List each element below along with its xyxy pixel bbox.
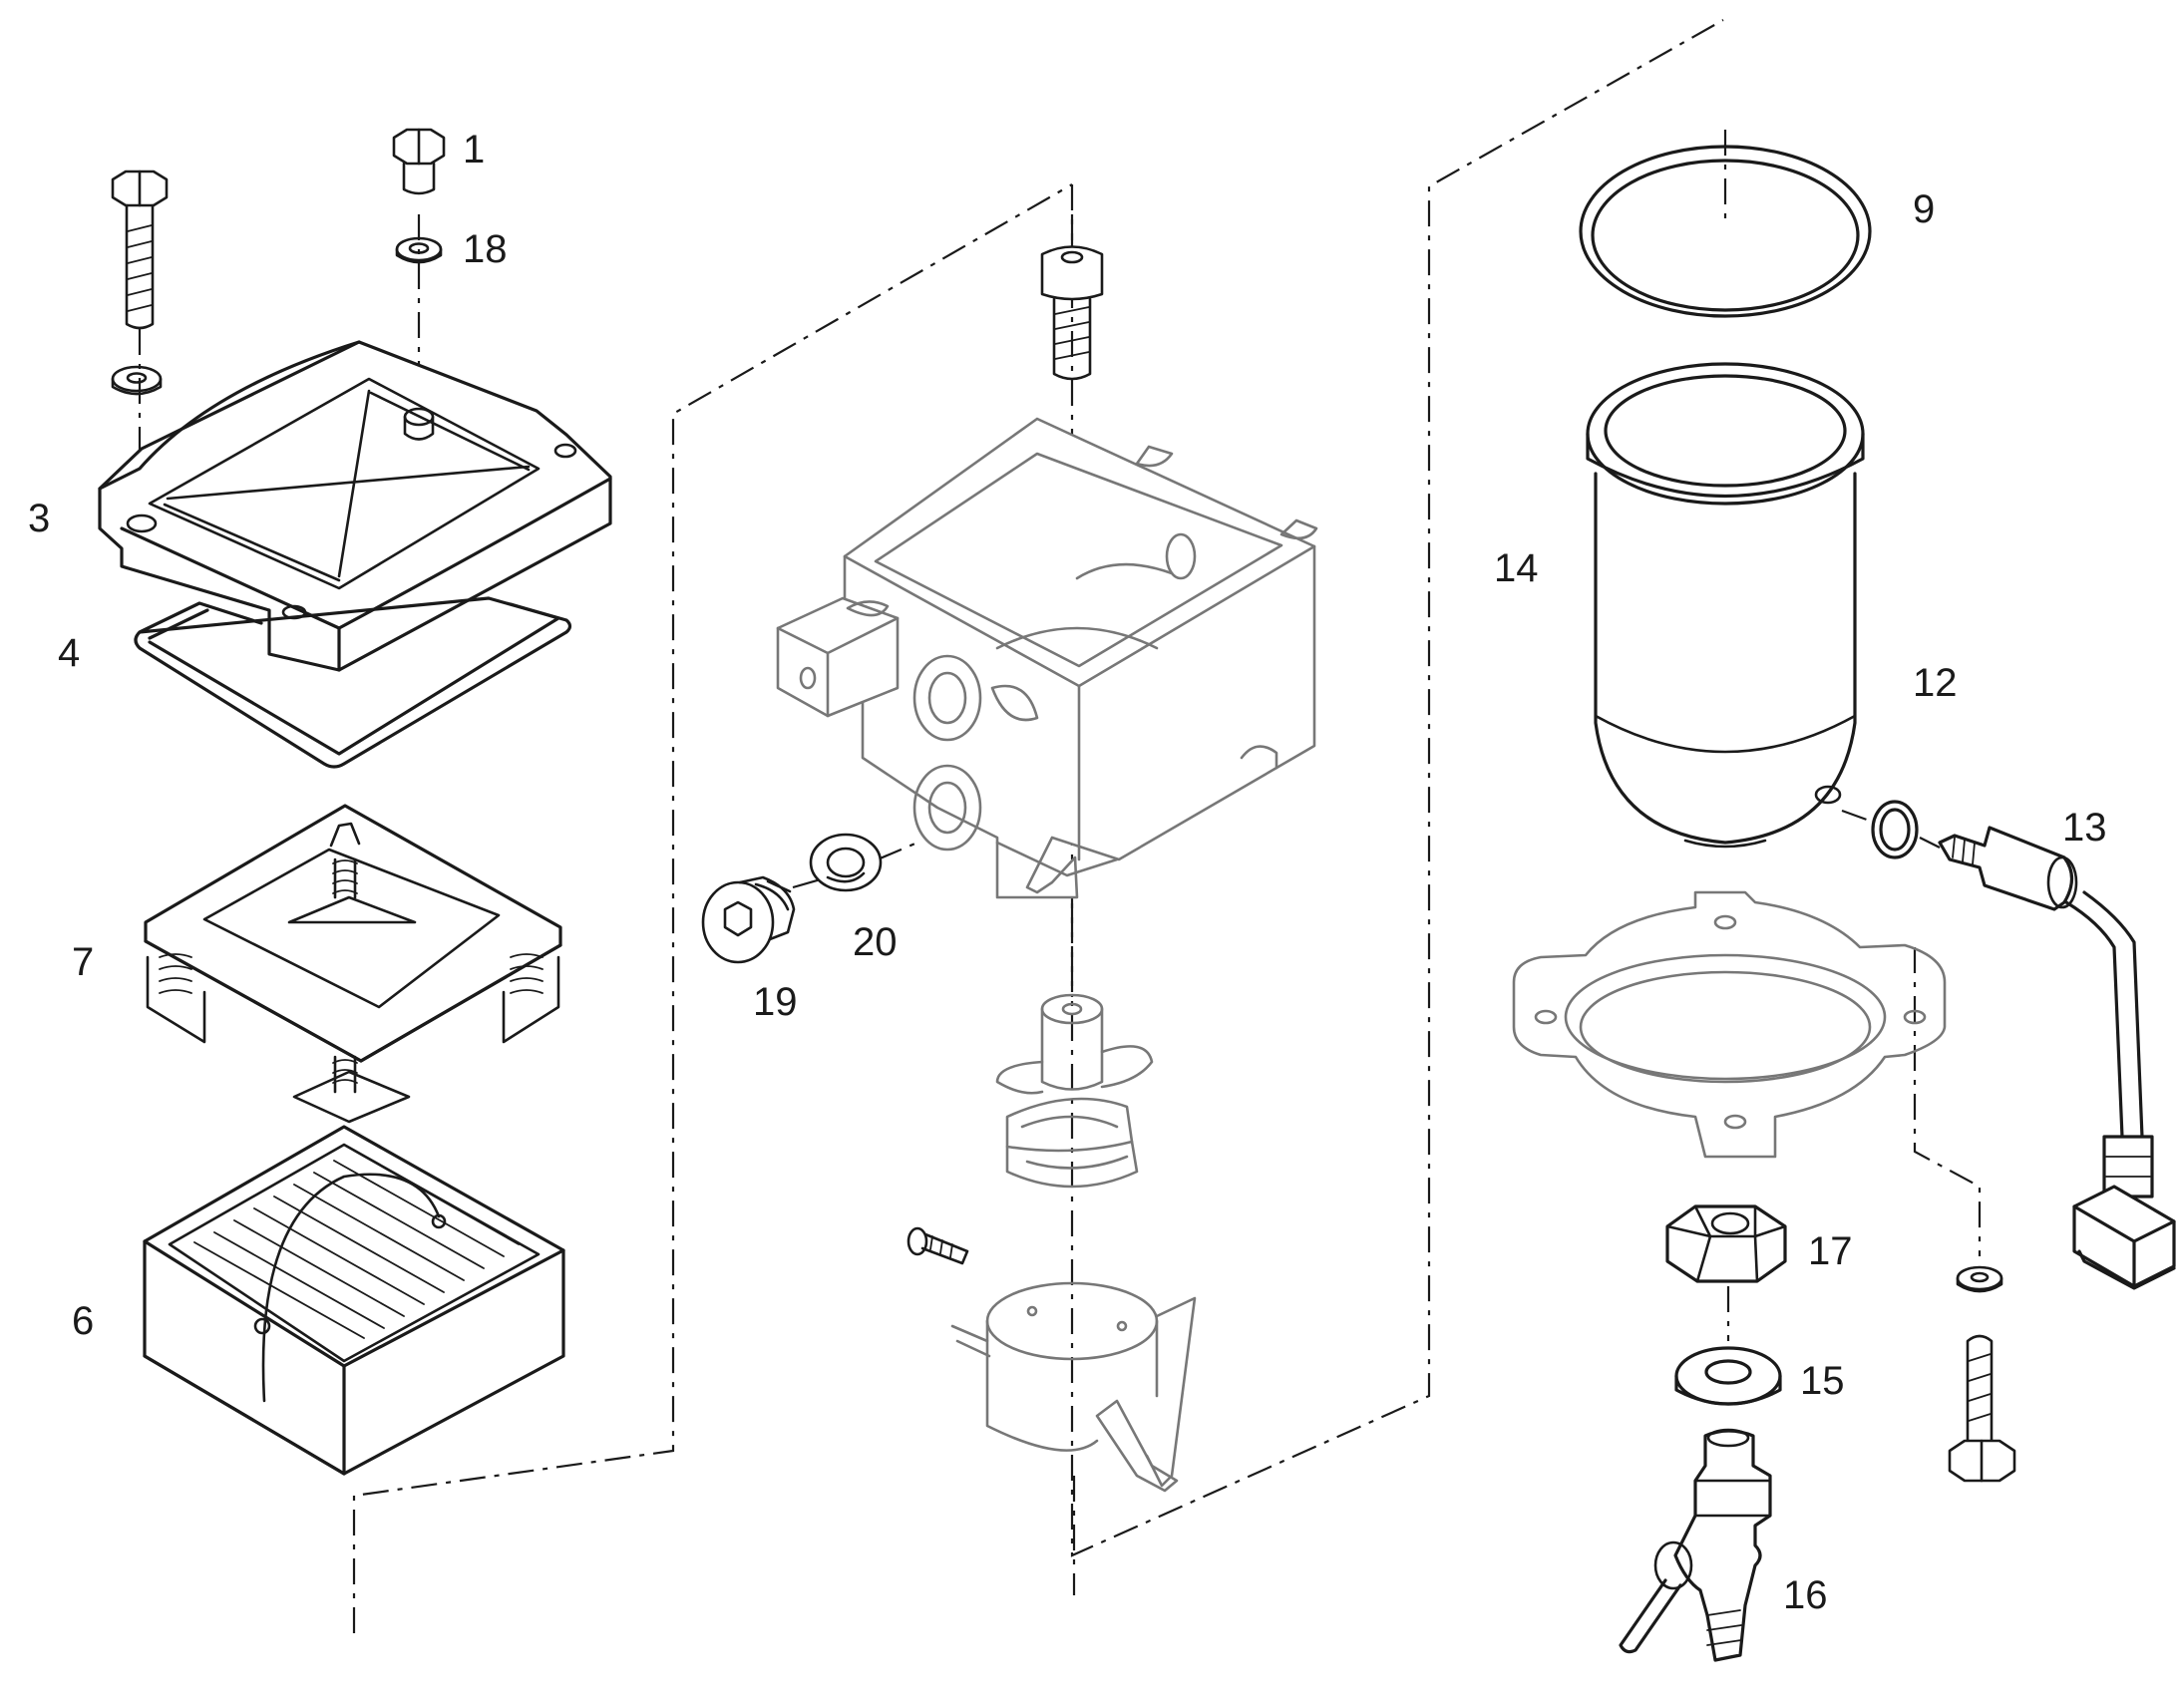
part-14-bowl — [1586, 362, 1865, 849]
sensor-oring — [1871, 800, 1919, 859]
part-3-filter-lid — [98, 340, 612, 672]
callout-20: 20 — [853, 920, 898, 964]
swirl-insert — [995, 993, 1154, 1189]
part-7-spring-plate — [144, 804, 562, 1124]
callout-3: 3 — [28, 497, 50, 540]
bottom-bracket — [950, 1281, 1197, 1493]
callout-16: 16 — [1783, 1573, 1828, 1617]
tapping-screw — [907, 1226, 969, 1265]
callout-17: 17 — [1808, 1229, 1853, 1273]
callout-19: 19 — [753, 980, 798, 1024]
part-16-drain-tap — [1619, 1428, 1772, 1662]
filter-housing — [776, 417, 1318, 899]
axis-plug — [792, 875, 829, 889]
callout-6: 6 — [72, 1299, 94, 1343]
filter-pleats — [193, 1150, 520, 1339]
part-19-plug — [701, 875, 796, 964]
springs — [159, 859, 544, 1084]
part-20-seal-ring — [809, 833, 883, 892]
washer-left — [111, 365, 163, 396]
callout-12: 12 — [1913, 661, 1958, 705]
part-1-cap-screw — [392, 128, 446, 195]
part-9-oring — [1579, 145, 1872, 318]
mount-bolt-right — [1948, 1265, 2016, 1483]
boundary-left — [352, 183, 1073, 1633]
callout-13: 13 — [2062, 806, 2107, 850]
boundary-right — [1070, 19, 1724, 1557]
callout-labels: 1 18 3 4 7 6 19 20 9 14 12 13 17 15 16 — [28, 128, 2107, 1617]
callout-14: 14 — [1494, 546, 1539, 590]
part-13-sensor — [1938, 826, 2176, 1290]
part-15-washer — [1674, 1346, 1782, 1406]
part-4-gasket — [134, 596, 572, 769]
callout-9: 9 — [1913, 187, 1935, 231]
axis-sensor — [1841, 809, 1876, 825]
callout-18: 18 — [463, 227, 508, 271]
base-flange — [1512, 890, 1947, 1159]
part-17-hex-nut — [1665, 1204, 1787, 1283]
callout-15: 15 — [1800, 1359, 1845, 1403]
axis-plug-2 — [877, 841, 918, 861]
housing-screw — [1040, 245, 1104, 381]
axis-mount-bolt — [1913, 947, 1982, 1256]
callout-4: 4 — [58, 631, 80, 675]
part-6-filter-element — [143, 1125, 565, 1476]
part-18-washer — [395, 236, 443, 264]
callout-7: 7 — [72, 940, 94, 984]
axis-sensor-2 — [1919, 837, 1941, 849]
callout-1: 1 — [463, 128, 485, 171]
long-bolt-left — [111, 170, 169, 330]
